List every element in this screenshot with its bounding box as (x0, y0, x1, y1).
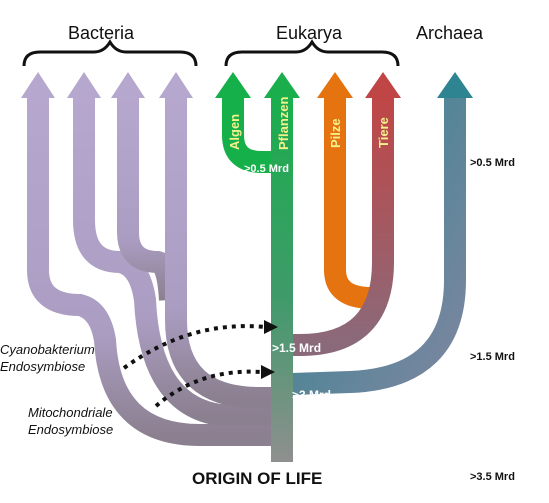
fungi-branch (324, 96, 373, 309)
archaea-split-time: >3 Mrd (292, 388, 331, 402)
bacteria-arrowhead-3 (111, 72, 145, 98)
bacteria-arrowhead-2 (67, 72, 101, 98)
origin-of-life-label: ORIGIN OF LIFE (192, 469, 322, 488)
mitochondria-label-2: Endosymbiose (28, 422, 113, 437)
animals-label: Tiere (376, 117, 391, 148)
eukarya-label: Eukarya (276, 23, 343, 43)
time-scale-1: >1.5 Mrd (470, 351, 515, 363)
algae-label: Algen (227, 114, 242, 150)
fungi-arrowhead (317, 72, 353, 98)
bacteria-arrowhead-1 (21, 72, 55, 98)
bacteria-branch-2 (73, 96, 285, 426)
archaea-label: Archaea (416, 23, 484, 43)
algae-arrowhead (215, 72, 251, 98)
archaea-branch (291, 96, 466, 395)
time-scale-0: >0.5 Mrd (470, 157, 515, 169)
bacteria-arrowhead-4 (159, 72, 193, 98)
cyanobacterium-label-2: Endosymbiose (0, 359, 85, 374)
bacteria-branch-1 (27, 96, 285, 446)
plants-label: Pflanzen (276, 96, 291, 150)
eukarya-bracket (224, 39, 400, 67)
animals-branch (290, 96, 394, 356)
mitochondria-arrow (154, 369, 263, 408)
cyanobacterium-arrowhead (264, 320, 278, 334)
fungi-split-time: >1.5 Mrd (272, 341, 321, 355)
cyanobacterium-arrow (122, 324, 266, 370)
cyanobacterium-label-1: Cyanobakterium (0, 342, 95, 357)
bacteria-bracket (22, 39, 198, 67)
algae-split-time: >0.5 Mrd (244, 163, 289, 175)
mitochondria-label-1: Mitochondriale (28, 405, 113, 420)
bacteria-label: Bacteria (68, 23, 135, 43)
time-scale-2: >3.5 Mrd (470, 471, 515, 483)
fungi-label: Pilze (328, 118, 343, 148)
mitochondria-arrowhead (261, 365, 275, 379)
archaea-arrowhead (437, 72, 473, 98)
bacteria-branches (27, 96, 285, 446)
bacteria-branch-4 (165, 96, 285, 409)
algae-branch (222, 96, 275, 173)
bacteria-arrowheads (21, 72, 193, 98)
plants-arrowhead (264, 72, 300, 98)
eukarya-trunk (271, 96, 293, 462)
animals-arrowhead (365, 72, 401, 98)
